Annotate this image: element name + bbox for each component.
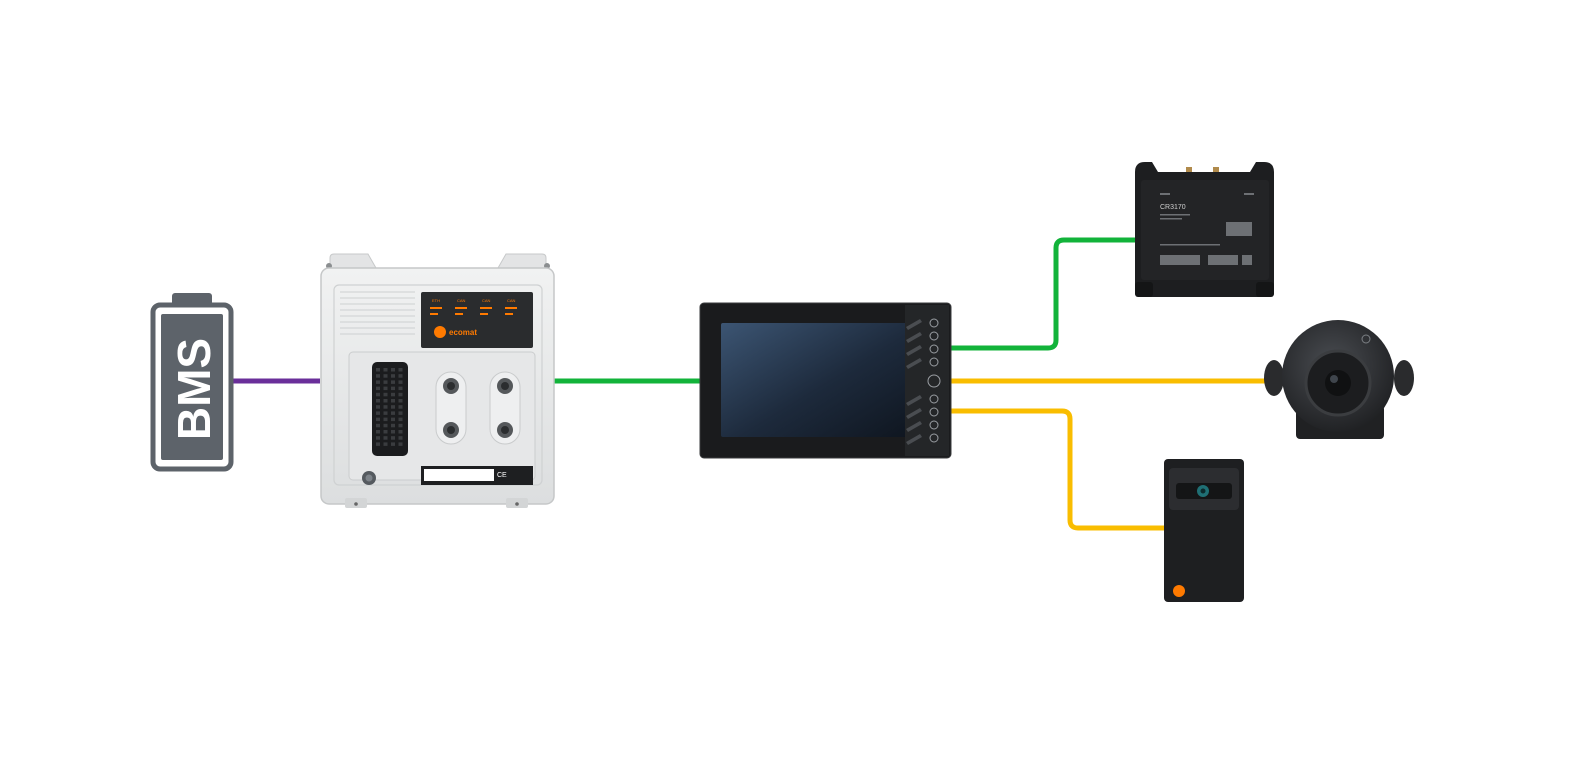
controller-unit: ETH CAN CAN CAN ecomat CE — [320, 253, 555, 508]
m12-socket-group-left — [435, 371, 467, 445]
battery-label: BMS — [168, 338, 220, 440]
brand-logo-icon — [434, 326, 446, 338]
controller-brand: ecomat — [449, 328, 477, 337]
panel-label-4: CAN — [507, 298, 516, 303]
router-unit: CR3170 — [1135, 162, 1274, 297]
display-function-button[interactable] — [906, 357, 939, 369]
controller-status-panel — [421, 292, 533, 348]
main-connector-icon — [372, 362, 408, 456]
panel-label-3: CAN — [482, 298, 491, 303]
display-function-button[interactable] — [906, 407, 939, 419]
display-sensor-connection-line — [950, 408, 1165, 531]
display-function-button[interactable] — [906, 433, 939, 445]
panel-label-2: CAN — [457, 298, 466, 303]
display-screen — [721, 323, 908, 437]
display-button-column — [906, 318, 941, 445]
display-function-button[interactable] — [906, 394, 939, 406]
display-unit — [699, 302, 952, 459]
camera-lens-icon — [1325, 370, 1351, 396]
sensor-logo-icon — [1173, 585, 1185, 597]
panel-label-1: ETH — [432, 298, 440, 303]
display-navigation-button[interactable] — [927, 374, 941, 388]
display-function-button[interactable] — [906, 420, 939, 432]
display-function-button[interactable] — [906, 344, 939, 356]
display-function-button[interactable] — [906, 318, 939, 330]
router-model: CR3170 — [1160, 204, 1186, 211]
sensor-unit — [1164, 459, 1244, 602]
display-function-button[interactable] — [906, 331, 939, 343]
camera-unit — [1264, 320, 1414, 439]
m12-socket-group-right — [489, 371, 521, 445]
battery-bms-icon: BMS — [150, 293, 234, 472]
display-router-connection-line — [950, 237, 1138, 351]
svg-text:CE: CE — [497, 472, 507, 479]
